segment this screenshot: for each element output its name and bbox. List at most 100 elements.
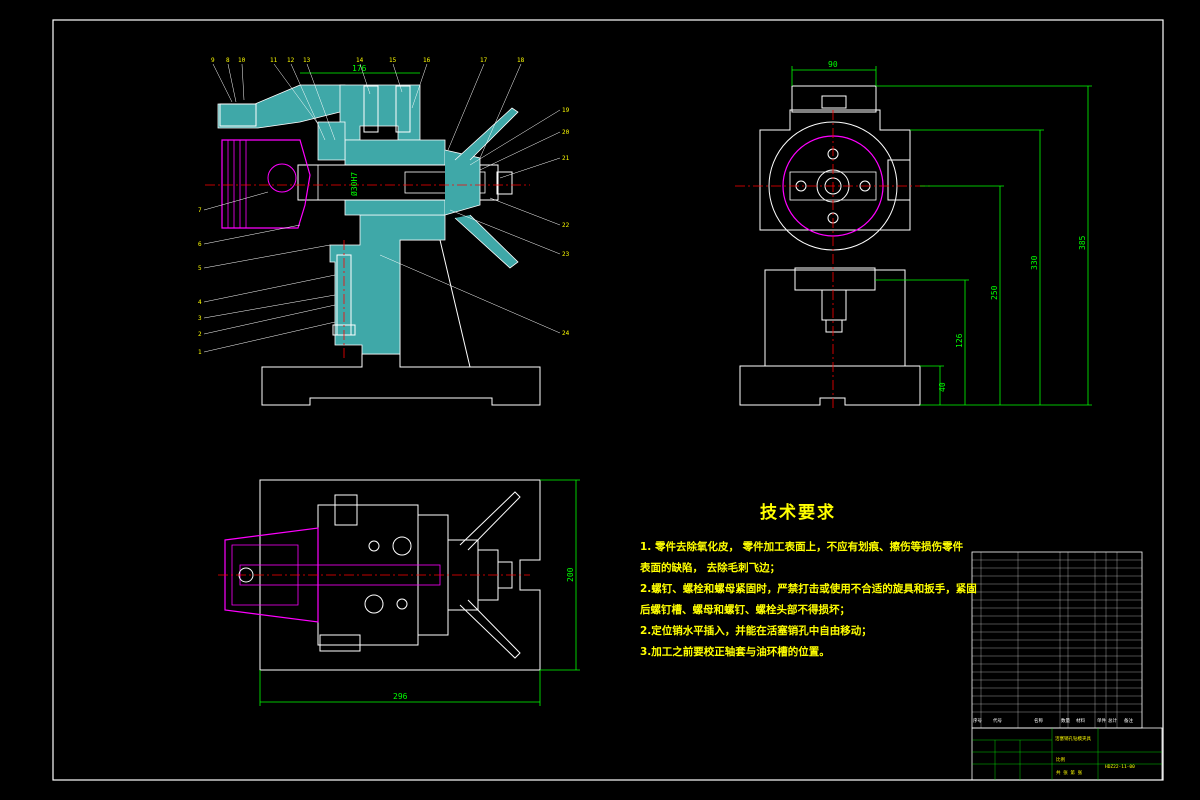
plan-view: 296 200 — [218, 479, 580, 706]
front-dim-bore: Ø30H7 — [349, 172, 359, 196]
tb-drawing-name: 活塞销孔钻模夹具 — [1055, 735, 1091, 742]
balloon-16: 16 — [423, 57, 431, 64]
balloon-9: 9 — [211, 57, 215, 64]
tb-sheet-label: 共 张 第 张 — [1056, 769, 1083, 776]
front-locator — [317, 121, 346, 161]
requirement-line: 1. 零件去除氧化皮， 零件加工表面上，不应有划痕、擦伤等损伤零件 — [640, 541, 964, 553]
balloon-21: 21 — [562, 155, 570, 162]
side-base — [739, 365, 921, 406]
title-block: 活塞销孔钻模夹具 比例 共 张 第 张 HDZ22-11-00 — [971, 727, 1163, 781]
plan-handwheel — [459, 491, 521, 659]
front-dim-176: 176 — [352, 64, 367, 73]
front-leaders — [203, 63, 561, 353]
tb-header-unit: 单件 — [1097, 717, 1106, 724]
balloon-24: 24 — [562, 330, 570, 337]
side-view: 90 40 126 250 330 385 — [735, 60, 1092, 410]
front-body-section — [329, 214, 446, 355]
plan-piston — [224, 527, 319, 623]
parts-list-header: 序号 代号 名称 数量 材料 单件 总计 备注 — [973, 717, 1133, 724]
plan-dimension-lines — [259, 479, 580, 706]
plan-bolt-3 — [364, 594, 384, 614]
balloon-1: 1 — [198, 349, 202, 356]
drawing-frame — [52, 19, 1164, 781]
requirement-line: 2.定位销水平插入，并能在活塞销孔中自由移动； — [640, 625, 872, 637]
balloon-12: 12 — [287, 57, 295, 64]
front-sleeve-section — [344, 139, 446, 166]
tb-scale-label: 比例 — [1056, 756, 1065, 763]
tb-header-qty: 数量 — [1061, 717, 1070, 724]
side-dim-126: 126 — [955, 333, 964, 348]
tb-header-total: 总计 — [1108, 717, 1117, 724]
plan-dim-200: 200 — [566, 567, 575, 582]
plan-bolt-4 — [396, 598, 408, 610]
tb-header-no: 序号 — [973, 717, 982, 724]
balloon-6: 6 — [198, 241, 202, 248]
technical-requirements-title: 技术要求 — [760, 503, 836, 523]
front-column — [399, 239, 471, 368]
side-dim-40: 40 — [938, 382, 947, 392]
side-screw — [821, 289, 847, 321]
front-base — [261, 353, 541, 406]
plan-bolt-2 — [392, 536, 412, 556]
requirement-line: 2.螺钉、螺栓和螺母紧固时，严禁打击或使用不合适的旋具和扳手，紧固 — [640, 583, 977, 595]
tb-header-material: 材料 — [1076, 717, 1085, 724]
plan-dim-296: 296 — [393, 692, 408, 701]
front-lower-sleeve — [344, 199, 446, 216]
front-handwheel — [454, 107, 519, 269]
front-piston — [221, 139, 311, 229]
tb-header-name: 名称 — [1034, 717, 1043, 724]
balloon-10: 10 — [238, 57, 246, 64]
requirement-line: 表面的缺陷， 去除毛刺飞边； — [640, 562, 781, 574]
parts-list: 序号 代号 名称 数量 材料 单件 总计 备注 — [971, 551, 1143, 729]
balloon-11: 11 — [270, 57, 278, 64]
balloon-5: 5 — [198, 265, 202, 272]
side-dim-90: 90 — [828, 60, 838, 69]
technical-requirements: 技术要求 1. 零件去除氧化皮， 零件加工表面上，不应有划痕、擦伤等损伤零件 表… — [640, 498, 977, 663]
balloon-3: 3 — [198, 315, 202, 322]
front-nut — [496, 171, 513, 195]
plan-screw-block — [319, 634, 361, 652]
side-dim-330: 330 — [1030, 255, 1039, 270]
requirement-line: 3.加工之前要校正轴套与油环槽的位置。 — [640, 646, 830, 658]
side-dimension-lines — [791, 66, 1092, 406]
front-piston-pin — [267, 163, 297, 193]
front-piston-rings — [227, 140, 247, 228]
front-bolt-a — [363, 85, 379, 133]
balloon-20: 20 — [562, 129, 570, 136]
front-bolt-b — [395, 85, 411, 133]
requirement-line: 后螺钉槽、螺母和螺钉、螺栓头部不得损坏； — [640, 604, 850, 616]
front-section-view: 176 Ø30H7 — [198, 57, 570, 406]
balloon-17: 17 — [480, 57, 488, 64]
plan-bolt-1 — [368, 540, 380, 552]
balloon-8: 8 — [226, 57, 230, 64]
balloon-19: 19 — [562, 107, 570, 114]
tb-header-note: 备注 — [1124, 717, 1133, 724]
balloon-2: 2 — [198, 331, 202, 338]
front-shaft — [297, 164, 499, 201]
side-column — [764, 269, 906, 366]
side-screw-head — [825, 319, 843, 333]
side-top-nub — [821, 95, 847, 109]
side-dim-385: 385 — [1078, 235, 1087, 250]
balloon-13: 13 — [303, 57, 311, 64]
balloon-22: 22 — [562, 222, 570, 229]
side-right-latch — [887, 159, 911, 201]
side-lower-block — [794, 267, 876, 291]
plan-top-block — [334, 494, 358, 526]
balloon-15: 15 — [389, 57, 397, 64]
plan-base — [259, 479, 541, 671]
plan-piston-inner — [231, 544, 299, 606]
balloon-18: 18 — [517, 57, 525, 64]
balloon-14: 14 — [356, 57, 364, 64]
front-balloon-labels: 9 8 10 11 12 13 14 15 16 17 18 7 6 5 4 3… — [198, 57, 570, 356]
tb-drawing-no: HDZ22-11-00 — [1105, 764, 1135, 770]
parts-list-rows — [972, 552, 1142, 728]
balloon-7: 7 — [198, 207, 202, 214]
side-dim-250: 250 — [990, 285, 999, 300]
tb-header-code: 代号 — [993, 717, 1002, 724]
side-top-block — [791, 85, 877, 113]
balloon-23: 23 — [562, 251, 570, 258]
front-clamp — [219, 103, 257, 127]
balloon-4: 4 — [198, 299, 202, 306]
